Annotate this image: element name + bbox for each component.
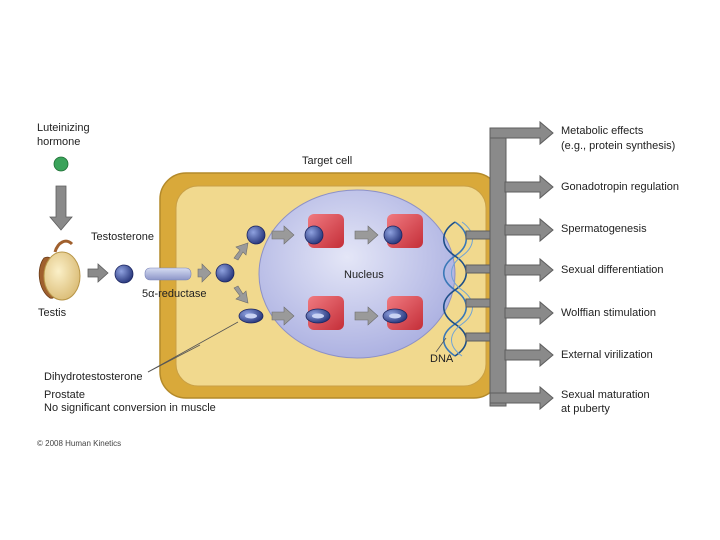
- dht-pointer: [147, 321, 239, 373]
- nuclear-arrow: [354, 225, 379, 326]
- effect-label: (e.g., protein synthesis): [561, 140, 675, 152]
- testis-arrow: [87, 263, 109, 283]
- target-cell-label: Target cell: [302, 155, 352, 167]
- effect-label: at puberty: [561, 403, 610, 415]
- effects-list: Metabolic effects (e.g., protein synthes…: [561, 125, 679, 415]
- effect-label: Gonadotropin regulation: [561, 181, 679, 193]
- effect-label: Spermatogenesis: [561, 223, 647, 235]
- lh-label: Luteinizing: [37, 122, 90, 134]
- testosterone-label: Testosterone: [91, 231, 154, 243]
- lh-arrow: [49, 185, 73, 231]
- dna-label: DNA: [430, 353, 454, 365]
- lh-dot: [53, 156, 69, 172]
- hormone-receptor-complex: [304, 225, 408, 324]
- effect-label: External virilization: [561, 349, 653, 361]
- dht-label: Dihydrotestosterone: [44, 371, 142, 383]
- dna-helix: [442, 221, 473, 357]
- effect-label: Sexual maturation: [561, 389, 650, 401]
- testosterone-molecule: [114, 264, 134, 284]
- copyright: © 2008 Human Kinetics: [37, 439, 121, 448]
- effect-bracket: [489, 131, 507, 407]
- effect-label: Sexual differentiation: [561, 264, 664, 276]
- testis-label: Testis: [38, 307, 67, 319]
- lh-label: hormone: [37, 136, 80, 148]
- effect-label: Metabolic effects: [561, 125, 644, 137]
- effect-label: Wolffian stimulation: [561, 307, 656, 319]
- testis: [38, 239, 81, 301]
- effect-arrows: [465, 120, 554, 411]
- nucleus-label: Nucleus: [344, 269, 384, 281]
- prostate-label: Prostate: [44, 389, 85, 401]
- reductase-tube: [144, 267, 192, 281]
- cytoplasm-hormone: [215, 225, 266, 324]
- prostate-note: No significant conversion in muscle: [44, 402, 216, 414]
- cytoplasm-arrow: [197, 225, 295, 326]
- dna-pointer: [435, 337, 447, 353]
- reductase-label: 5α-reductase: [142, 288, 206, 300]
